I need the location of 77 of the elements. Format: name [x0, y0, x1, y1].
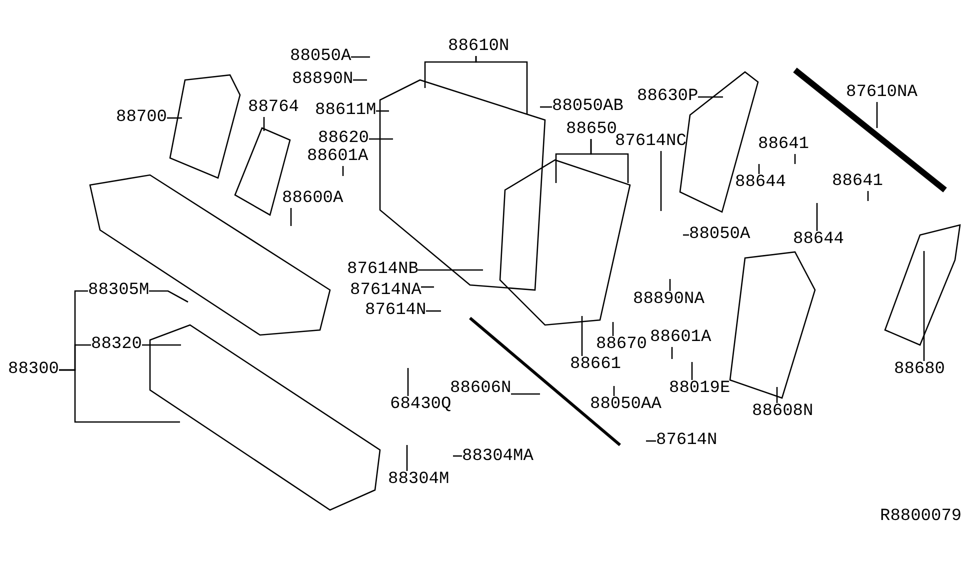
leader-line: [776, 387, 778, 403]
leader-line: [683, 234, 689, 236]
leader-line: [923, 251, 925, 361]
leader-line: [612, 322, 614, 336]
part-number: 88650: [566, 121, 618, 139]
part-number: 87610NA: [846, 84, 918, 102]
leader-line: [646, 440, 656, 442]
leader-line: [353, 79, 367, 81]
part-number: 87614N: [656, 432, 718, 450]
leader-line: [406, 445, 408, 471]
leader-line: [758, 164, 760, 174]
leader-line: [407, 368, 409, 396]
leader-line: [876, 102, 878, 128]
leader-line: [290, 208, 292, 226]
part-number: 88601A: [307, 148, 368, 166]
leader-line: [511, 393, 540, 395]
part-number: 88304MA: [462, 448, 534, 466]
part-number: 88644: [793, 231, 844, 249]
part-number: 87614NB: [347, 261, 418, 279]
leader-line: [421, 286, 434, 288]
leader-line: [671, 347, 673, 359]
leader-line: [691, 362, 693, 380]
part-number: 88305M: [88, 282, 150, 300]
part-number: 88050AB: [552, 98, 624, 116]
part-number: 88611M: [315, 102, 376, 120]
leader-line: [149, 290, 188, 303]
part-number: 88601A: [650, 329, 712, 347]
part-number: 88608N: [752, 403, 814, 421]
part-number: 88644: [735, 174, 786, 192]
part-number: 88610N: [448, 38, 510, 56]
part-number: 88019E: [669, 380, 730, 398]
part-number: 88606N: [450, 380, 512, 398]
part-number: 88661: [570, 356, 622, 374]
leader-line: [369, 138, 393, 140]
part-number: 88641: [832, 173, 884, 191]
part-number: 68430Q: [390, 396, 452, 414]
reference-code: R8800079: [880, 508, 962, 526]
part-number: 88050A: [290, 48, 352, 66]
part-number: 88050A: [689, 226, 750, 244]
leader-line: [867, 191, 869, 201]
leader-line: [426, 310, 441, 312]
part-number: 88304M: [388, 471, 450, 489]
leader-line: [475, 56, 528, 114]
leader-line: [342, 166, 344, 176]
part-number: 88600A: [282, 190, 344, 208]
part-number: 88670: [596, 336, 648, 354]
leader-line: [613, 386, 615, 396]
leader-line: [581, 316, 583, 356]
part-number: 88700: [116, 109, 168, 127]
part-number: 88320: [91, 336, 142, 354]
part-number: 88050AA: [590, 396, 662, 414]
leader-line: [698, 96, 723, 98]
part-number: 88680: [894, 361, 946, 379]
leader-line: [376, 110, 389, 112]
leader-line: [590, 139, 629, 183]
part-number: 87614NC: [615, 133, 686, 151]
leader-line: [351, 56, 370, 58]
leader-line: [816, 203, 818, 231]
leader-line: [263, 117, 265, 131]
part-number: 88300: [8, 361, 60, 379]
part-number: 88890NA: [633, 291, 704, 309]
part-number: 88620: [318, 130, 370, 148]
leader-line: [167, 117, 182, 119]
leader-line: [669, 279, 671, 291]
part-number: 87614N: [365, 302, 426, 320]
leader-line: [453, 455, 462, 457]
part-number: 88641: [758, 136, 810, 154]
part-number: 88630P: [637, 88, 698, 106]
part-number: 88890N: [292, 71, 354, 89]
leader-line: [794, 154, 796, 164]
leader-line: [59, 369, 180, 423]
leader-line: [418, 269, 483, 271]
leader-line: [540, 106, 552, 108]
leader-line: [660, 151, 662, 211]
leader-line: [142, 344, 181, 346]
part-number: 88764: [248, 99, 300, 117]
part-number: 87614NA: [350, 282, 422, 300]
